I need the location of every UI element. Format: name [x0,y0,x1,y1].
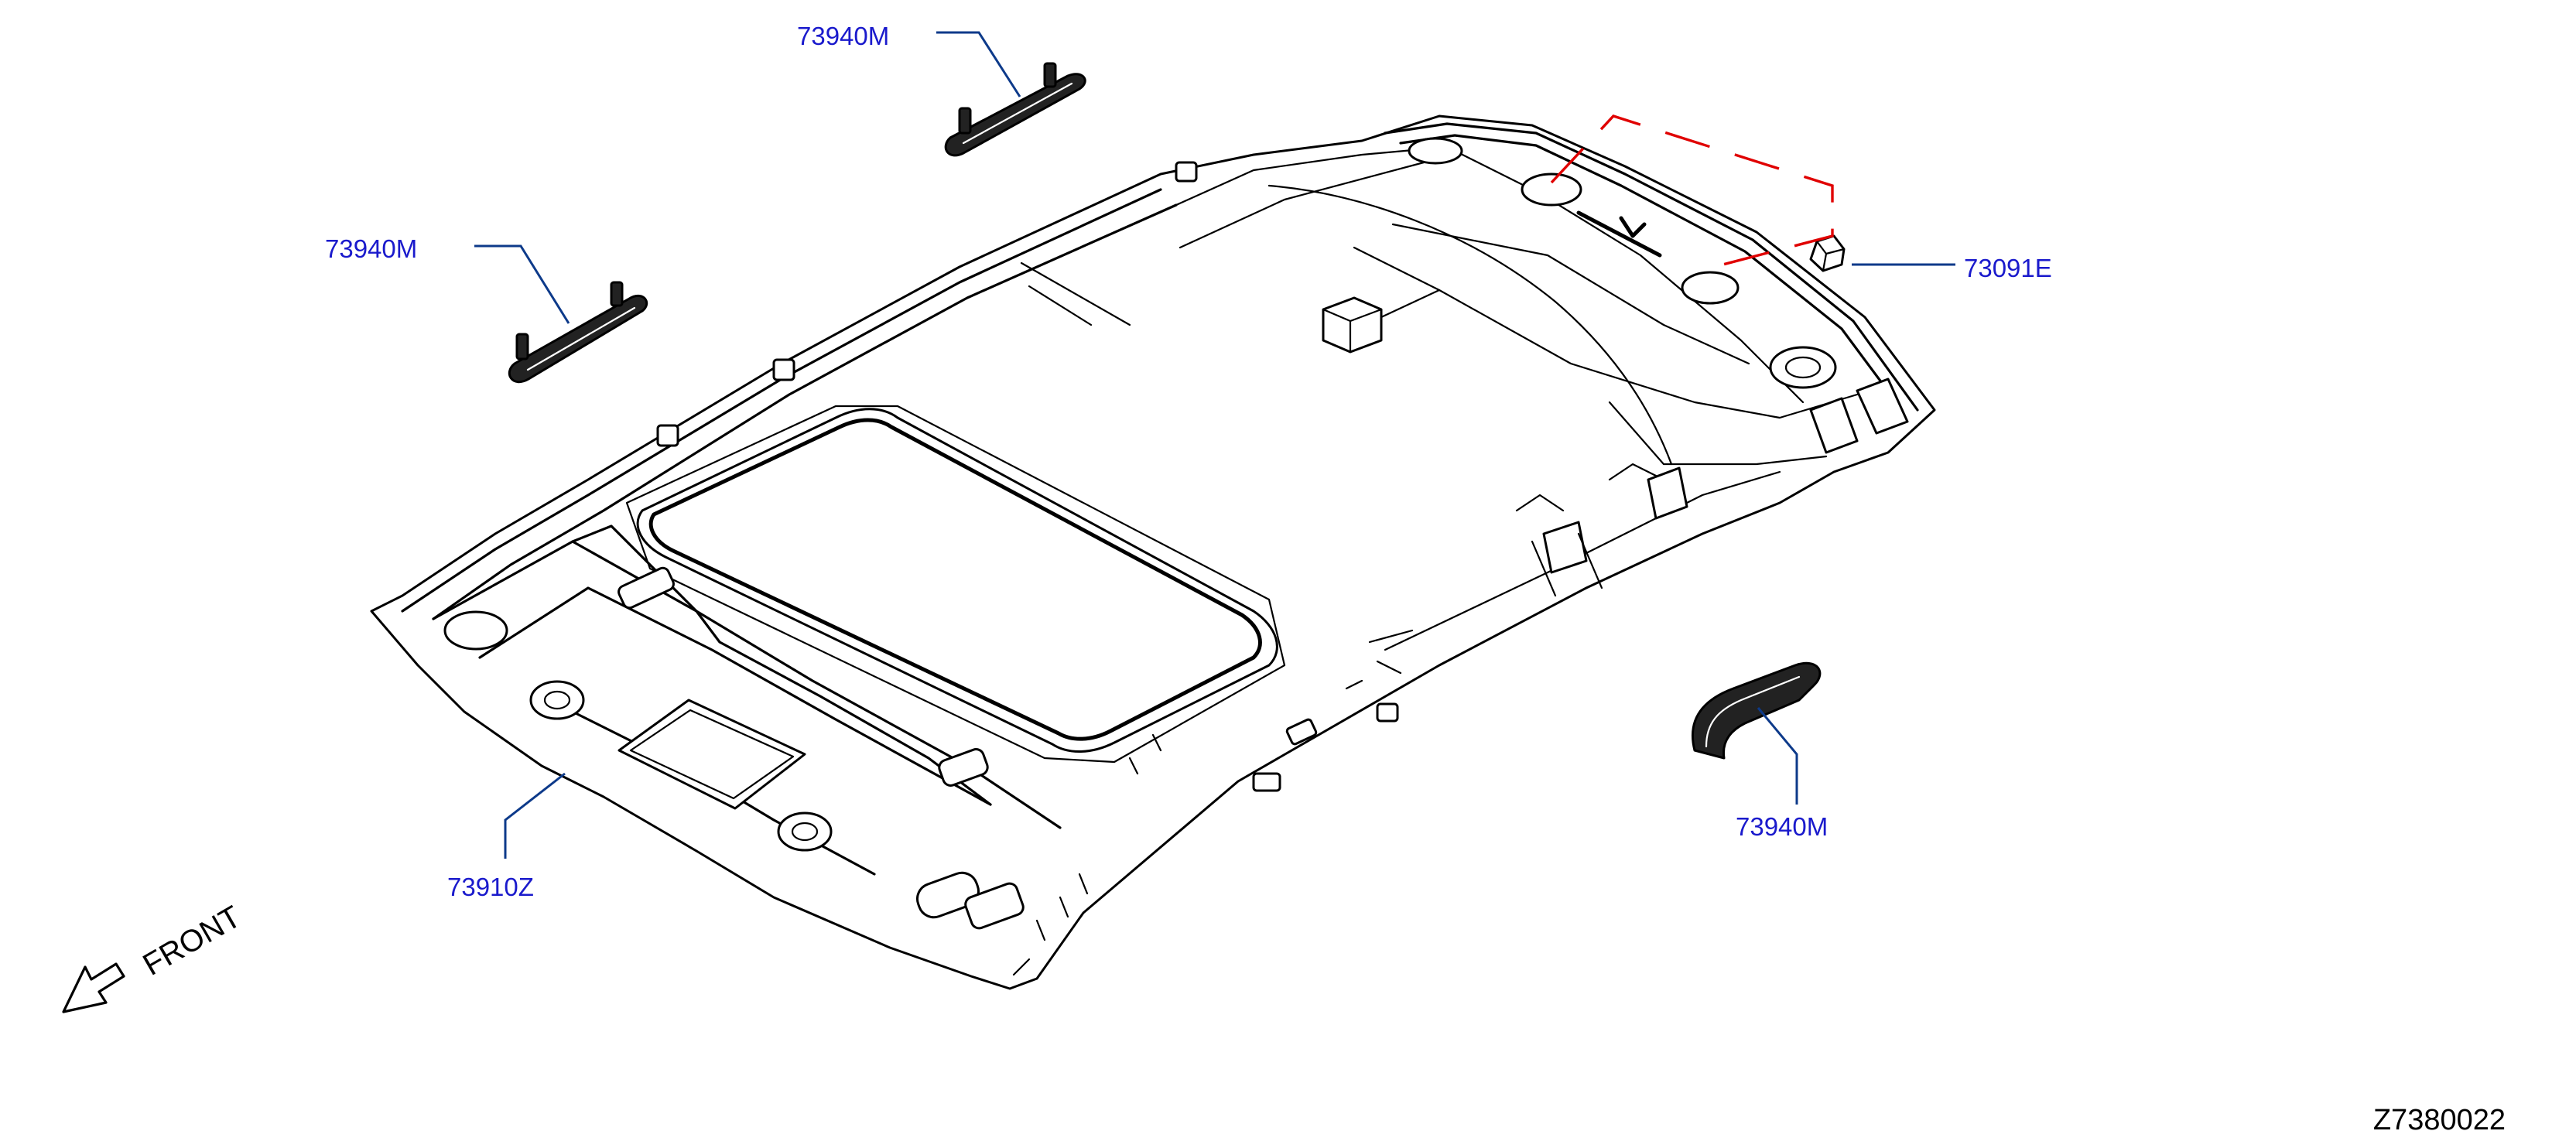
retainer-clip [1809,234,1846,272]
diagram-code: Z7380022 [2373,1104,2506,1136]
headlining-panel [370,114,1936,990]
headlining-clips [656,161,1414,792]
leader-handle-left [474,244,570,324]
clip-location-dashed-line [1550,114,1834,268]
sunroof-opening [625,405,1286,764]
part-label-handle-top: 73940M [797,22,889,50]
front-arrow-icon [62,962,125,1013]
headlining-contour-3 [1267,184,1673,466]
part-label-handle-left: 73940M [325,234,417,263]
nissan-emblem [1576,210,1662,258]
assist-grip-left [508,281,648,384]
front-indicator: FRONT [62,900,247,1013]
headlining-side-rail [401,188,1162,613]
part-label-headlining: 73910Z [447,873,534,901]
part-label-handle-right: 73940M [1736,812,1828,841]
headlining-module-box [1322,289,1441,354]
headlining-rear-rim [1384,122,1919,412]
front-label: FRONT [138,900,247,982]
headlining-front-rib-1 [432,540,1062,829]
headlining-contour-7 [1445,145,1805,404]
headlining-edge-ticks [1012,733,1162,976]
headlining-contour-8 [1384,470,1781,651]
headlining-rear-pockets [1515,378,1909,597]
leader-handle-top [936,31,1021,97]
headlining-holes [443,137,1837,930]
headlining-contour-1 [1175,145,1449,207]
assist-grip-top [944,62,1086,157]
headlining-rear-rim-inner [1399,134,1904,412]
headlining-contour-5 [1608,401,1828,466]
leader-lines [474,31,1955,859]
headlining-contour-10 [1028,285,1093,326]
headlining-contour-2 [1179,161,1425,249]
headlining-side-rail-inner [432,203,1178,620]
headlining-contour-4 [1353,246,1859,419]
assist-grip-right [1691,661,1822,760]
headlining-outline [370,114,1936,990]
part-label-clip: 73091E [1964,254,2052,282]
headlining-contour-9 [1020,261,1131,326]
leader-headlining [504,772,566,859]
headlining-front-rib-2 [478,586,992,806]
leader-handle-right [1757,707,1798,805]
headlining-contour-6 [1391,223,1750,365]
